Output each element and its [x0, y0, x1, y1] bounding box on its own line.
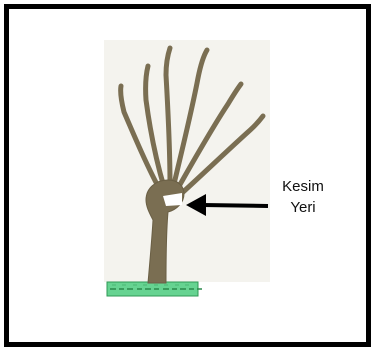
label-line-2: Yeri — [268, 197, 338, 218]
cut-location-label: Kesim Yeri — [268, 176, 338, 218]
background-patch — [104, 40, 270, 282]
ground-strip — [107, 282, 202, 296]
label-line-1: Kesim — [268, 176, 338, 197]
